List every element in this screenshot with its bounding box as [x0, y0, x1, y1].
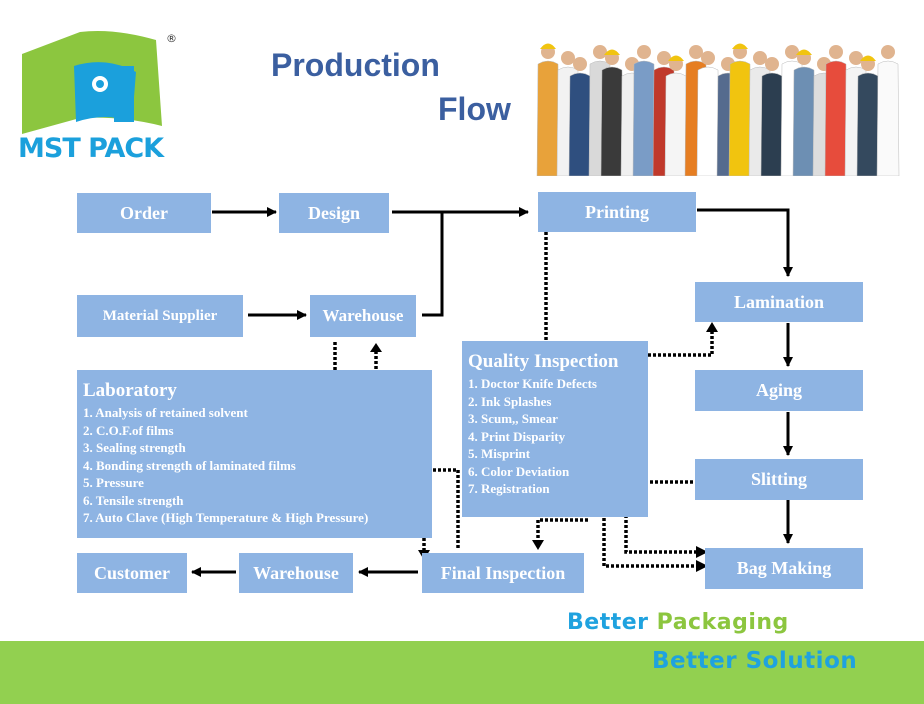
qi-item: 4. Print Disparity	[468, 428, 566, 444]
node-final-inspection: Final Inspection	[422, 553, 584, 593]
quality-inspection-title: Quality Inspection	[468, 351, 619, 372]
qi-item: 3. Scum,, Smear	[468, 411, 558, 426]
node-warehouse-top: Warehouse	[310, 295, 416, 337]
quality-inspection-box: Quality Inspection 1. Doctor Knife Defec…	[462, 341, 648, 517]
qi-item: 5. Misprint	[468, 446, 531, 461]
logo-mark-icon	[22, 31, 162, 134]
logo-text: MST PACK	[18, 133, 164, 164]
node-customer: Customer	[77, 553, 187, 593]
slogan-packaging: Packaging	[656, 610, 789, 635]
lab-item: 2. C.O.F.of films	[83, 422, 174, 438]
lab-item: 4. Bonding strength of laminated films	[83, 457, 296, 473]
lab-item: 5. Pressure	[83, 475, 144, 490]
dotted-qi-bagmaking	[602, 518, 700, 568]
lab-item: 1. Analysis of retained solvent	[83, 405, 248, 420]
node-bag-making: Bag Making	[705, 548, 863, 589]
dotted-qi-lamination	[648, 330, 714, 357]
node-warehouse-bottom: Warehouse	[239, 553, 353, 593]
node-design: Design	[279, 193, 389, 233]
laboratory-box: Laboratory 1. Analysis of retained solve…	[77, 370, 432, 538]
line-warehouse-join	[422, 212, 444, 317]
dotted-slitting-bagmaking	[624, 480, 700, 554]
node-material-supplier: Material Supplier	[77, 295, 243, 337]
node-lamination: Lamination	[695, 282, 863, 322]
qi-item: 6. Color Deviation	[468, 463, 570, 479]
mst-pack-logo: ® MST PACK	[14, 26, 184, 166]
arrow-printing-lamination	[697, 208, 793, 277]
slogan-line-1: Better Packaging	[567, 610, 789, 635]
lab-item: 6. Tensile strength	[83, 492, 184, 508]
laboratory-title: Laboratory	[83, 380, 177, 401]
lab-item: 3. Sealing strength	[83, 440, 186, 455]
workers-photo	[534, 28, 904, 177]
qi-item: 7. Registration	[468, 481, 550, 496]
qi-item: 1. Doctor Knife Defects	[468, 376, 597, 391]
lab-item: 7. Auto Clave (High Temperature & High P…	[83, 510, 369, 525]
node-order: Order	[77, 193, 211, 233]
qi-item: 2. Ink Splashes	[468, 393, 552, 409]
node-aging: Aging	[695, 370, 863, 411]
dotted-qi-final	[536, 518, 588, 540]
slogan-line-2: Better Solution	[652, 648, 858, 674]
title-line-1: Production	[271, 47, 440, 83]
node-slitting: Slitting	[695, 459, 863, 500]
title-line-2: Flow	[438, 91, 511, 127]
node-printing: Printing	[538, 192, 696, 232]
registered-mark: ®	[166, 32, 177, 45]
footer-green-bar	[0, 641, 924, 704]
slogan-better: Better	[567, 610, 649, 635]
